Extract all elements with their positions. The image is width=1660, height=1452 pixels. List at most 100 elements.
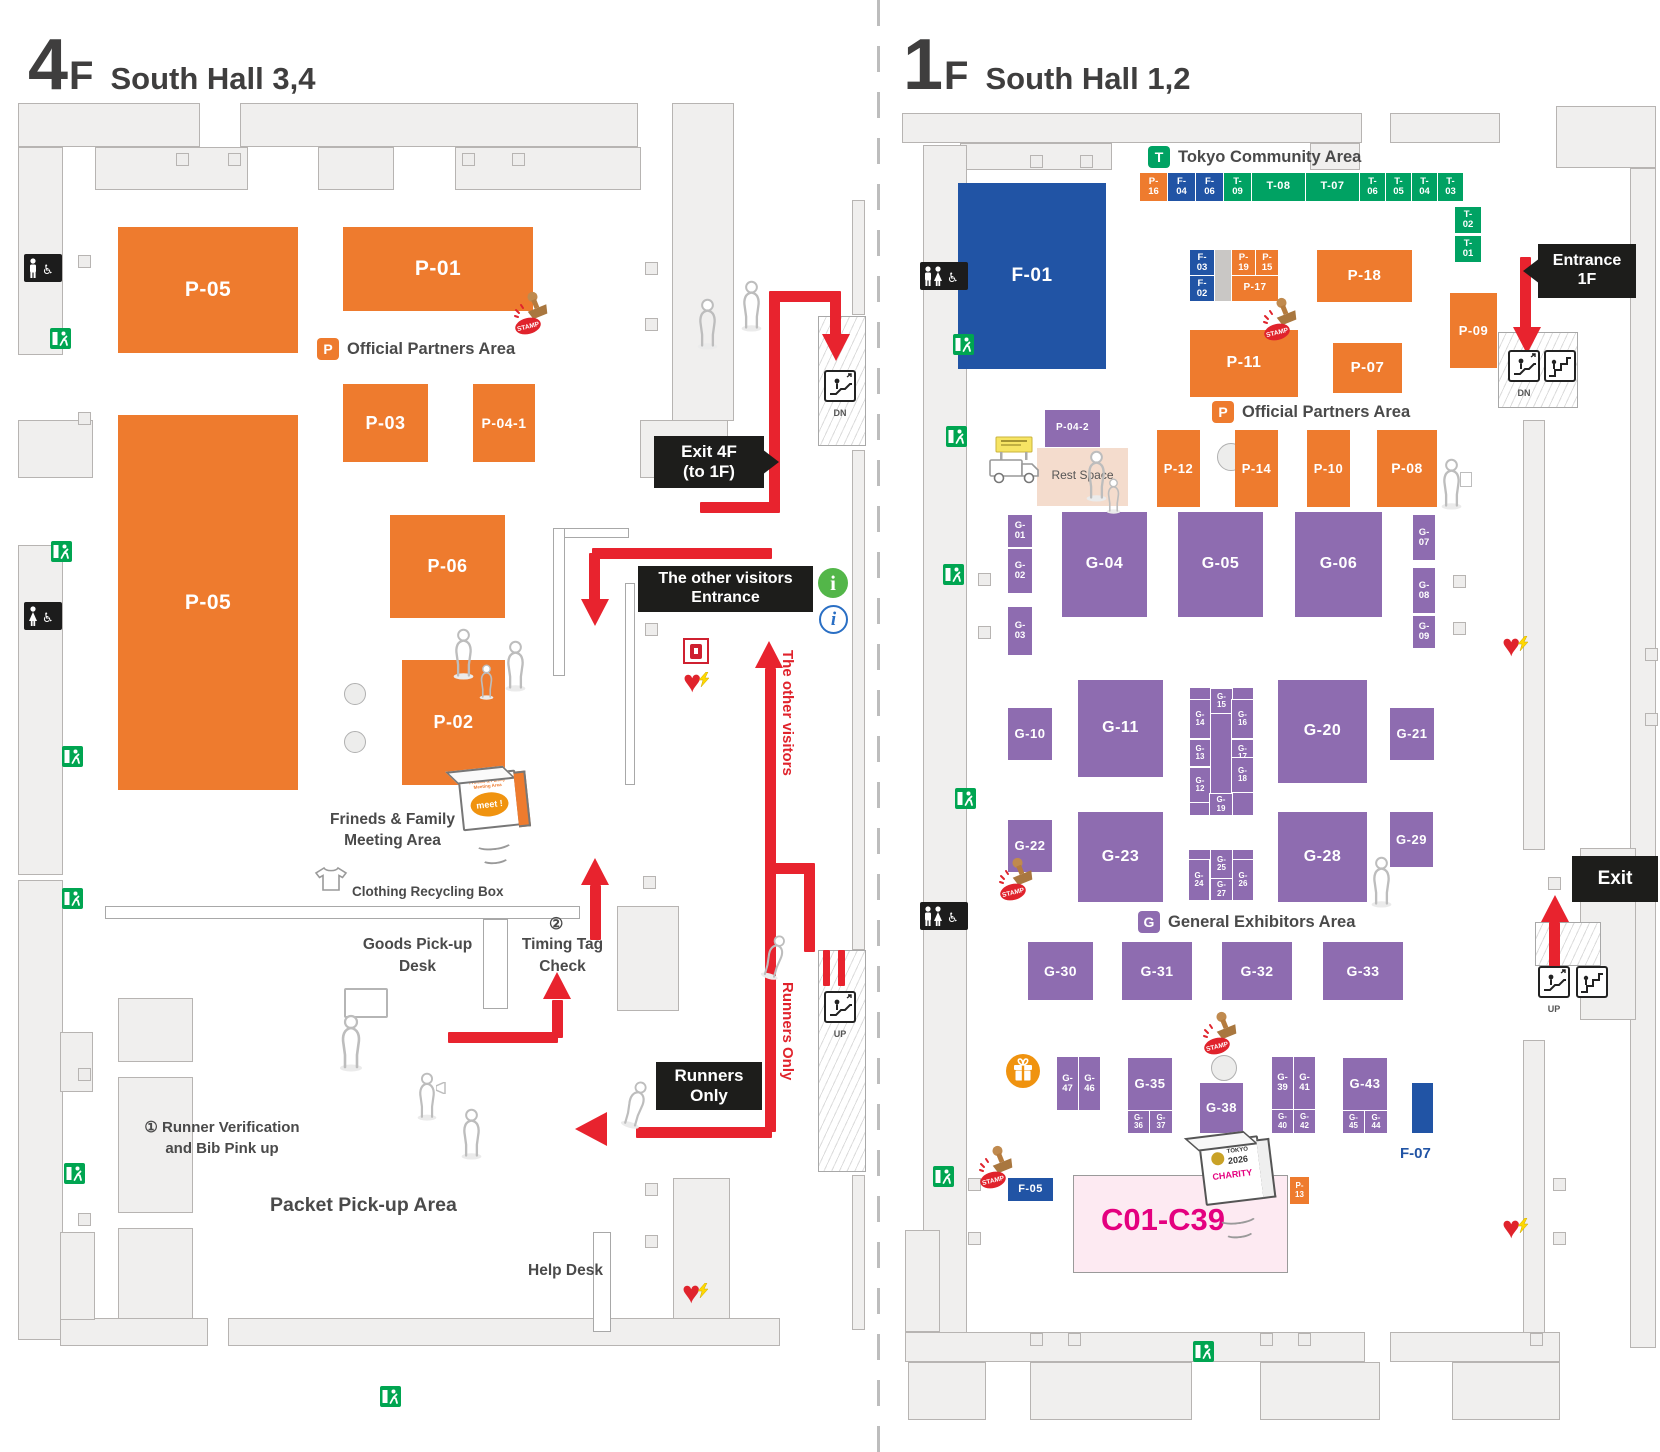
fire-icon: [683, 638, 709, 664]
route-arrowhead: [1541, 895, 1569, 922]
booth-T-09: T-09: [1224, 173, 1251, 201]
person-icon: [1104, 478, 1123, 519]
booth-T-07: T-07: [1306, 173, 1359, 201]
wall-structure: [1556, 106, 1656, 168]
escalator-icon: UP: [824, 991, 856, 1039]
wall-structure: [118, 998, 193, 1062]
route-arrowhead: [543, 972, 571, 999]
booth-G-03: G-03: [1008, 607, 1032, 655]
person-icon: [1368, 856, 1395, 913]
pillar: [78, 1068, 91, 1081]
booth-G-06: G-06: [1295, 512, 1382, 617]
area-rest-space-area: [1037, 448, 1128, 506]
gift-icon: [1005, 1053, 1041, 1094]
booth-G-04: G-04: [1062, 512, 1147, 617]
wall-structure: [1630, 168, 1656, 1348]
route-line: [770, 863, 815, 874]
aed-icon: ♥: [682, 1277, 710, 1311]
pillar: [968, 1178, 981, 1191]
route-arrowhead: [822, 334, 850, 361]
route-line: [804, 868, 815, 952]
legend-badge-P: P: [1212, 401, 1234, 423]
booth-gray-cell: [1215, 250, 1231, 301]
booth-P-05-lower: P-05: [118, 415, 298, 790]
booth-P-18: P-18: [1317, 250, 1412, 302]
pillar: [1068, 1333, 1081, 1346]
pillar: [462, 153, 475, 166]
aed-icon: ♥: [683, 666, 711, 700]
svg-text:♿: ♿: [42, 263, 54, 278]
wall-structure: [902, 113, 1362, 143]
booth-P-10: P-10: [1307, 430, 1350, 507]
wall-structure: [18, 103, 200, 147]
booth-P-16: P-16: [1140, 173, 1167, 201]
booth-G-09: G-09: [1413, 616, 1435, 648]
wall-structure: [318, 147, 394, 190]
booth-G-33: G-33: [1323, 942, 1403, 1000]
booth-T-02: T-02: [1455, 207, 1481, 233]
aed-icon: ♥: [1502, 630, 1530, 664]
wall-structure: [905, 1230, 940, 1332]
wall-structure: [1523, 420, 1545, 850]
floor-divider: [877, 0, 880, 1452]
person-icon: [458, 1108, 485, 1165]
booth-G-35: G-35: [1128, 1058, 1172, 1110]
counter: [105, 906, 580, 919]
exit-icon: [62, 746, 83, 772]
label-goods-pickup-line2: Desk: [398, 958, 437, 975]
floor-number-1f: 1F: [903, 25, 970, 105]
escalator-icon: UP: [1538, 966, 1570, 1014]
counter: [593, 1232, 611, 1332]
label-other-visitors-vertical: The other visitors: [779, 650, 796, 776]
label-help-desk: Help Desk: [528, 1262, 603, 1279]
wall-structure: [908, 1362, 986, 1420]
booth-T-04: T-04: [1412, 173, 1437, 201]
booth-F-02: F-02: [1190, 276, 1214, 301]
pillar: [643, 876, 656, 889]
booth-P-05-upper: P-05: [118, 227, 298, 353]
booth-G-08: G-08: [1413, 568, 1435, 613]
wall-structure: [852, 450, 865, 950]
person-run-icon: [760, 934, 786, 985]
label-packet-pickup-area: Packet Pick-up Area: [270, 1194, 457, 1216]
booth-P-11: P-11: [1190, 330, 1298, 397]
booth-G-11: G-11: [1078, 680, 1163, 777]
booth-P-19: P-19: [1232, 250, 1255, 275]
booth-G-15: G-15: [1211, 689, 1232, 713]
pillar: [1030, 1333, 1043, 1346]
legend-badge-T: T: [1148, 146, 1170, 168]
booth-G-43: G-43: [1343, 1058, 1387, 1110]
route-line: [765, 668, 776, 1132]
booth-G-29: G-29: [1390, 812, 1433, 867]
booth-G-26: G-26: [1233, 860, 1253, 900]
label-goods-pickup-line1: Goods Pick-up: [362, 936, 473, 953]
wall-structure: [1310, 143, 1360, 170]
route-arrowhead: [581, 858, 609, 885]
info-green-icon: i: [818, 568, 848, 598]
booth-G-24: G-24: [1189, 860, 1209, 900]
booth-G-01: G-01: [1008, 515, 1032, 547]
route-line: [1549, 922, 1560, 972]
aed-icon: ♥: [1502, 1212, 1530, 1246]
booth-G-39: G-39: [1272, 1057, 1293, 1109]
pillar: [968, 1232, 981, 1245]
pillar: [78, 255, 91, 268]
svg-text:♿: ♿: [42, 611, 54, 626]
label-timing-tag-line1: Timing Tag: [521, 936, 604, 953]
pillar: [1645, 713, 1658, 726]
booth-G-30: G-30: [1028, 942, 1093, 1000]
booth-G-46: G-46: [1079, 1057, 1100, 1110]
booth-G-14: G-14: [1190, 700, 1210, 738]
booth-G-41: G-41: [1294, 1057, 1315, 1109]
wall-structure: [1260, 1362, 1380, 1420]
route-line: [700, 502, 780, 513]
person-icon: [477, 664, 496, 705]
escalator-icon: DN: [1508, 350, 1540, 398]
booth-G-42: G-42: [1294, 1110, 1315, 1133]
wall-structure: [1523, 1040, 1545, 1340]
booth-G-37: G-37: [1150, 1111, 1172, 1133]
pillar: [512, 153, 525, 166]
route-line: [552, 1000, 563, 1038]
